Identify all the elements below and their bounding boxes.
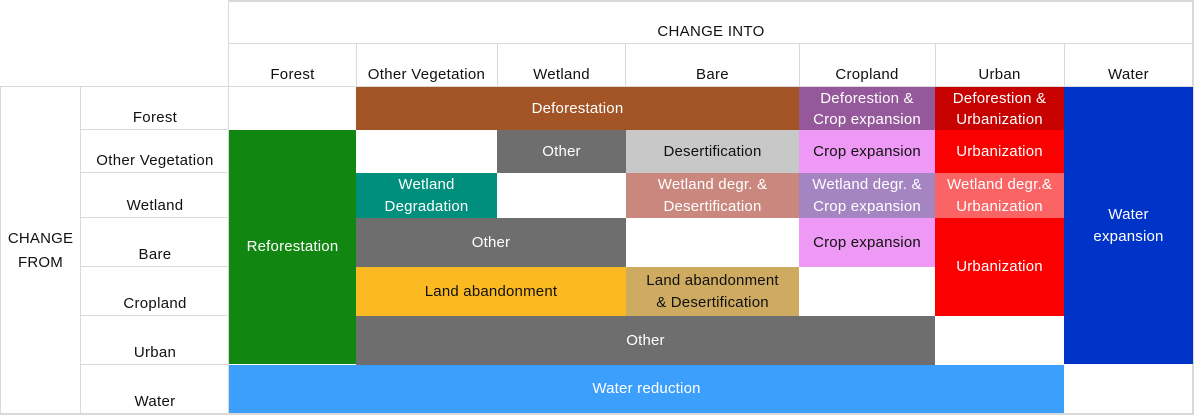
cell-other-veg-to-wetland: Other xyxy=(497,130,626,173)
grid-line xyxy=(81,315,229,316)
cell-label: Urbanization xyxy=(956,197,1043,215)
grid-line xyxy=(81,266,229,267)
change-from-header: CHANGE FROM xyxy=(1,226,80,276)
cell-deforestation-crop-expansion: Deforestion & Crop expansion xyxy=(799,87,935,130)
grid-line xyxy=(625,43,626,87)
column-header-water: Water xyxy=(1108,66,1149,83)
cell-label: Wetland degr. & xyxy=(812,175,922,193)
cell-reforestation: Reforestation xyxy=(229,130,356,364)
grid-line xyxy=(1192,0,1194,415)
cell-label: Urbanization xyxy=(956,142,1043,160)
cell-crop-expansion-other-veg: Crop expansion xyxy=(799,130,935,173)
grid-line xyxy=(81,172,229,173)
cell-label: Degradation xyxy=(384,197,469,215)
grid-line xyxy=(228,0,229,415)
change-from-label: CHANGE xyxy=(7,230,74,247)
change-from-label: FROM xyxy=(18,254,63,271)
cell-land-abandonment: Land abandonment xyxy=(356,267,626,316)
cell-label: Deforestion & xyxy=(820,89,914,107)
cell-label: Crop expansion xyxy=(813,142,921,160)
cell-label: Land abandonment xyxy=(646,271,779,289)
cell-water-reduction: Water reduction xyxy=(229,365,1064,413)
grid-line xyxy=(229,43,1194,44)
cell-urbanization-bare-cropland: Urbanization xyxy=(935,218,1064,316)
cell-label: Desertification xyxy=(663,142,762,160)
grid-line xyxy=(356,43,357,87)
grid-line xyxy=(0,413,1194,415)
cell-label: expansion xyxy=(1093,227,1164,245)
grid-line xyxy=(81,364,229,365)
grid-line xyxy=(0,86,1,415)
row-header-wetland: Wetland xyxy=(126,197,184,214)
cell-urbanization-other-veg: Urbanization xyxy=(935,130,1064,173)
column-header-wetland: Wetland xyxy=(533,66,590,83)
cell-land-abandonment-desertification: Land abandonment & Desertification xyxy=(626,267,799,316)
column-header-urban: Urban xyxy=(978,66,1021,83)
column-header-other-vegetation: Other Vegetation xyxy=(367,66,486,83)
column-header-bare: Bare xyxy=(696,66,729,83)
cell-label: Desertification xyxy=(663,197,762,215)
grid-line xyxy=(1064,43,1065,87)
cell-label: Crop expansion xyxy=(813,197,921,215)
cell-label: Deforestion & xyxy=(952,89,1047,107)
row-header-urban: Urban xyxy=(133,344,177,361)
cell-desertification: Desertification xyxy=(626,130,799,173)
cell-label: Crop expansion xyxy=(813,110,921,128)
cell-label: Water reduction xyxy=(592,380,701,397)
cell-wetland-crop-expansion: Wetland degr. & Crop expansion xyxy=(799,173,935,218)
grid-line xyxy=(80,86,81,415)
row-header-cropland: Cropland xyxy=(123,295,187,312)
cell-wetland-urbanization: Wetland degr.& Urbanization xyxy=(935,173,1064,218)
cell-label: Urbanization xyxy=(956,110,1043,128)
grid-line xyxy=(799,43,800,87)
cell-label: Other xyxy=(626,331,665,349)
row-header-other-vegetation: Other Vegetation xyxy=(96,152,214,169)
grid-line xyxy=(0,86,1194,87)
cell-label: Other xyxy=(542,142,581,160)
cell-label: Urbanization xyxy=(956,258,1043,275)
row-header-bare: Bare xyxy=(138,246,172,263)
cell-bare-other: Other xyxy=(356,218,626,267)
row-header-water: Water xyxy=(134,393,176,410)
cell-label: & Desertification xyxy=(656,293,769,311)
cell-label: Wetland degr.& xyxy=(946,175,1053,193)
grid-line xyxy=(935,43,936,87)
column-header-forest: Forest xyxy=(270,66,315,83)
cell-water-expansion: Water expansion xyxy=(1064,87,1193,364)
cell-label: Wetland degr. & xyxy=(657,175,768,193)
cell-label: Deforestation xyxy=(531,99,624,117)
grid-line xyxy=(497,43,498,87)
row-header-forest: Forest xyxy=(132,109,178,126)
cell-label: Reforestation xyxy=(246,238,339,255)
grid-line xyxy=(81,217,229,218)
cell-urban-other: Other xyxy=(356,316,935,365)
cell-label: Water xyxy=(1108,205,1149,223)
cell-crop-expansion-bare: Crop expansion xyxy=(799,218,935,267)
cell-deforestation: Deforestation xyxy=(356,87,799,130)
grid-line xyxy=(229,0,1194,2)
cell-wetland-desertification: Wetland degr. & Desertification xyxy=(626,173,799,218)
change-into-header: CHANGE INTO xyxy=(657,23,765,40)
cell-label: Wetland xyxy=(398,175,455,193)
cell-label: Other xyxy=(471,233,511,251)
column-header-cropland: Cropland xyxy=(835,66,899,83)
grid-line xyxy=(81,129,229,130)
cell-label: Land abandonment xyxy=(424,282,558,300)
cell-deforestation-urbanization: Deforestion & Urbanization xyxy=(935,87,1064,130)
cell-label: Crop expansion xyxy=(813,233,921,251)
